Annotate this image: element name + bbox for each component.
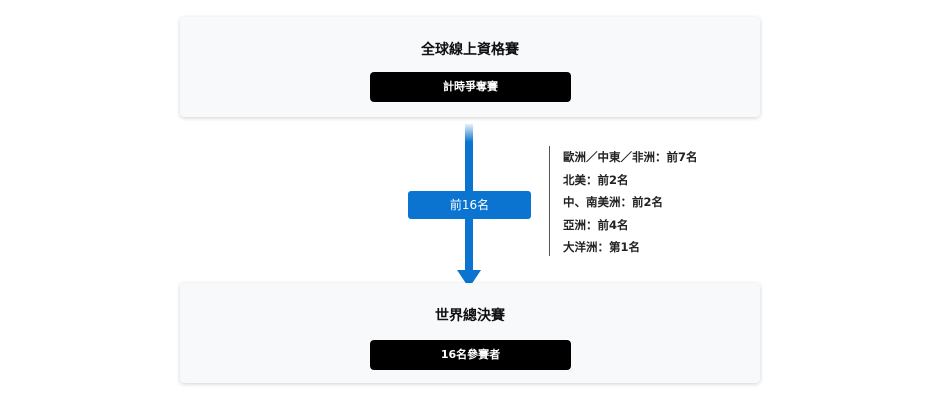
advance-count-badge: 前16名 xyxy=(408,191,531,219)
region-item: 大洋洲：第1名 xyxy=(563,240,641,254)
qualifier-card: 全球線上資格賽 計時爭奪賽 xyxy=(180,17,760,117)
finals-title: 世界總決賽 xyxy=(435,308,505,324)
qualifier-format-pill: 計時爭奪賽 xyxy=(370,72,571,102)
regional-allocation-list: 歐洲／中東／非洲：前7名 北美：前2名 中、南美洲：前2名 亞洲：前4名 大洋洲… xyxy=(549,146,698,256)
finals-participants-pill: 16名參賽者 xyxy=(370,340,571,370)
finals-card: 世界總決賽 16名參賽者 xyxy=(180,283,760,383)
region-item: 中、南美洲：前2名 xyxy=(563,195,664,209)
region-item: 亞洲：前4名 xyxy=(563,217,629,232)
qualifier-title: 全球線上資格賽 xyxy=(421,42,519,58)
region-item: 北美：前2名 xyxy=(563,172,629,187)
region-item: 歐洲／中東／非洲：前7名 xyxy=(563,150,698,164)
